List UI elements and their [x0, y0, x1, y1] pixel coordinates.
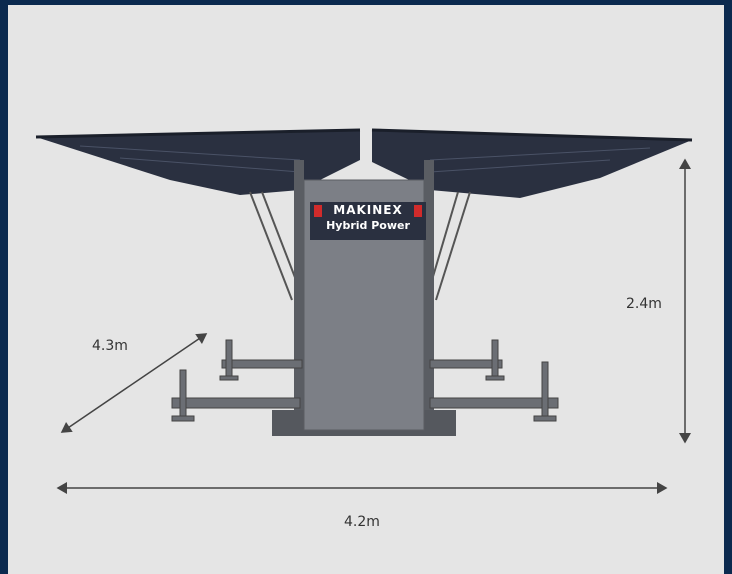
- solar-panel-array: [35, 128, 693, 198]
- depth-label: 4.3m: [92, 338, 128, 354]
- width-label: 4.2m: [344, 514, 380, 530]
- brand-panel: [310, 202, 426, 240]
- brand-accent-left: [314, 205, 322, 217]
- panel-struts: [249, 191, 471, 301]
- height-label: 2.4m: [626, 296, 662, 312]
- brand-name: MAKINEX: [333, 203, 403, 217]
- product-label: Hybrid Power: [326, 219, 410, 232]
- depth-arrow: [60, 333, 208, 433]
- left-post: [294, 160, 304, 420]
- brand-accent-right: [414, 205, 422, 217]
- right-post: [424, 160, 434, 420]
- brand-label: MAKINEX Hybrid Power: [310, 202, 426, 240]
